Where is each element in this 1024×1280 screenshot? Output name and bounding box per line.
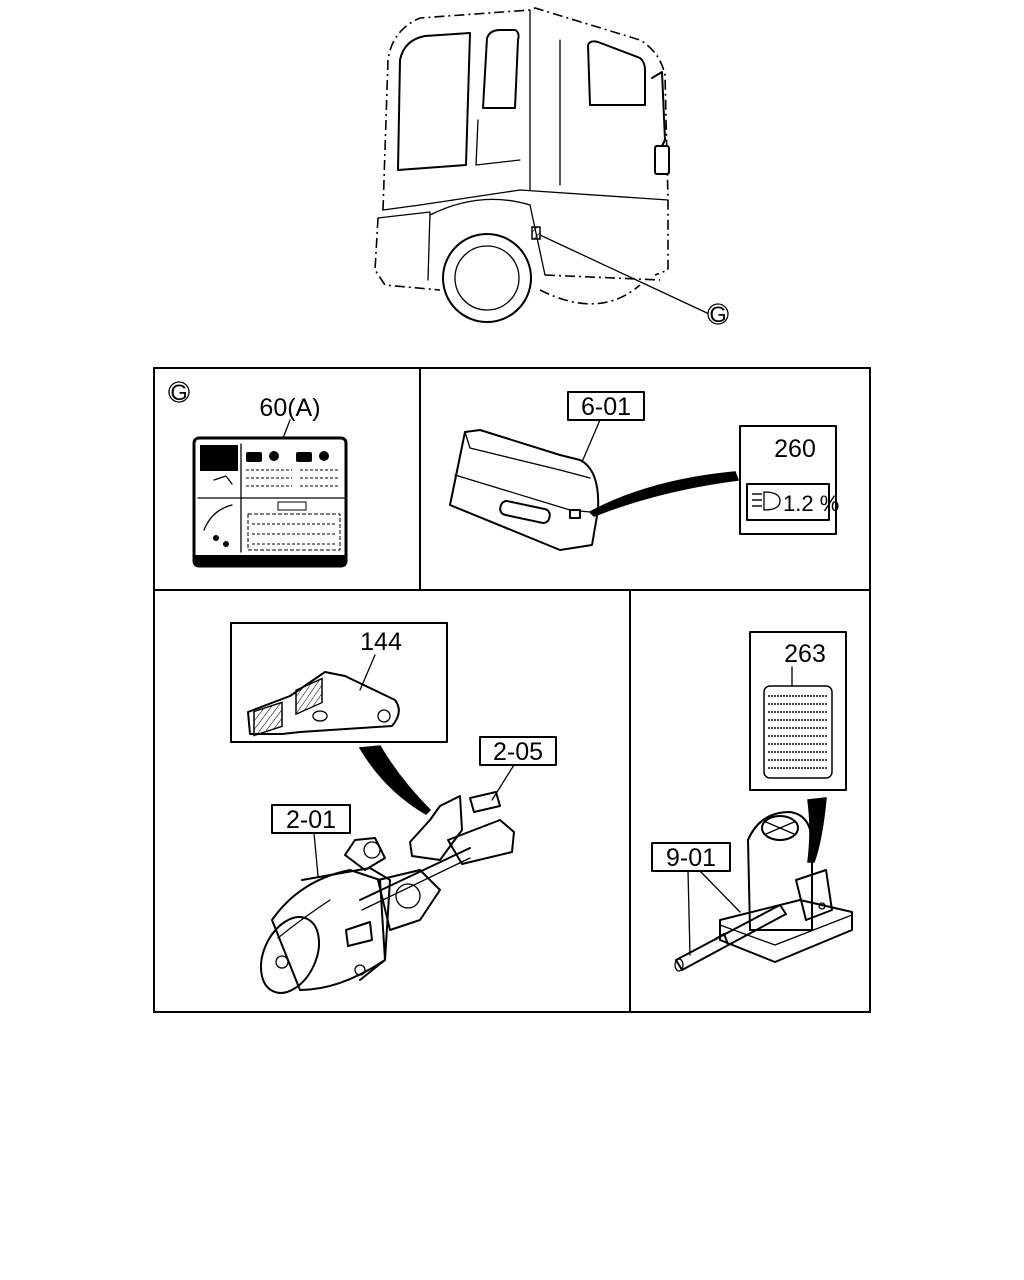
panel-bottle-jack: 263 9-01	[651, 631, 853, 972]
part-number-263: 263	[784, 640, 826, 668]
svg-text:G: G	[709, 302, 726, 327]
ref-box-2-01: 2-01	[286, 806, 336, 834]
panel-letter-g: G	[170, 380, 187, 405]
ref-box-6-01: 6-01	[581, 393, 631, 421]
part-number-260: 260	[774, 435, 816, 463]
truck-cab-illustration	[374, 7, 708, 323]
part-number-144: 144	[360, 628, 402, 656]
ref-box-9-01: 9-01	[666, 844, 716, 872]
panel-clutch-booster: 144 2-05 2-01	[230, 622, 557, 994]
panel-label-60a: G 60(A)	[168, 380, 348, 568]
panel-frames	[153, 367, 871, 1013]
jack-label-text-lines	[768, 695, 828, 769]
headlamp-beam-icon	[752, 491, 781, 511]
headlamp-aim-value: 1.2 %	[783, 491, 839, 516]
ref-box-2-05: 2-05	[493, 738, 543, 766]
part-number-60a: 60(A)	[259, 394, 320, 422]
panel-headlamp-label: 6-01 260 1.2 %	[449, 391, 839, 551]
callout-g-marker: G	[707, 302, 729, 327]
